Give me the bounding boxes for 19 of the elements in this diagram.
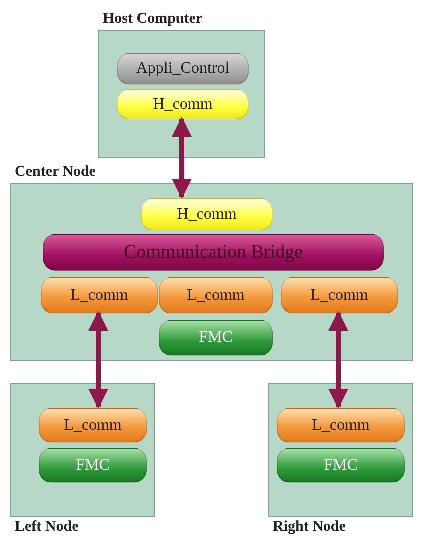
- double-arrow: [172, 117, 192, 199]
- module-pill: L_comm: [159, 277, 273, 314]
- module-pill: FMC: [277, 448, 405, 483]
- module-pill: L_comm: [277, 408, 405, 443]
- module-pill: L_comm: [41, 277, 158, 314]
- module-pill: H_comm: [141, 198, 273, 231]
- module-pill: Appli_Control: [117, 53, 249, 85]
- module-pill: FMC: [39, 448, 147, 483]
- double-arrow: [88, 311, 108, 409]
- node-heading: Left Node: [15, 519, 79, 536]
- module-pill: H_comm: [117, 89, 249, 120]
- node-heading: Right Node: [273, 519, 346, 536]
- module-pill: L_comm: [281, 277, 398, 314]
- module-pill: L_comm: [39, 408, 147, 443]
- node-heading: Center Node: [15, 164, 96, 181]
- module-pill: Communication Bridge: [43, 234, 384, 271]
- module-pill: FMC: [159, 320, 273, 356]
- node-heading: Host Computer: [103, 11, 203, 28]
- double-arrow: [328, 311, 348, 409]
